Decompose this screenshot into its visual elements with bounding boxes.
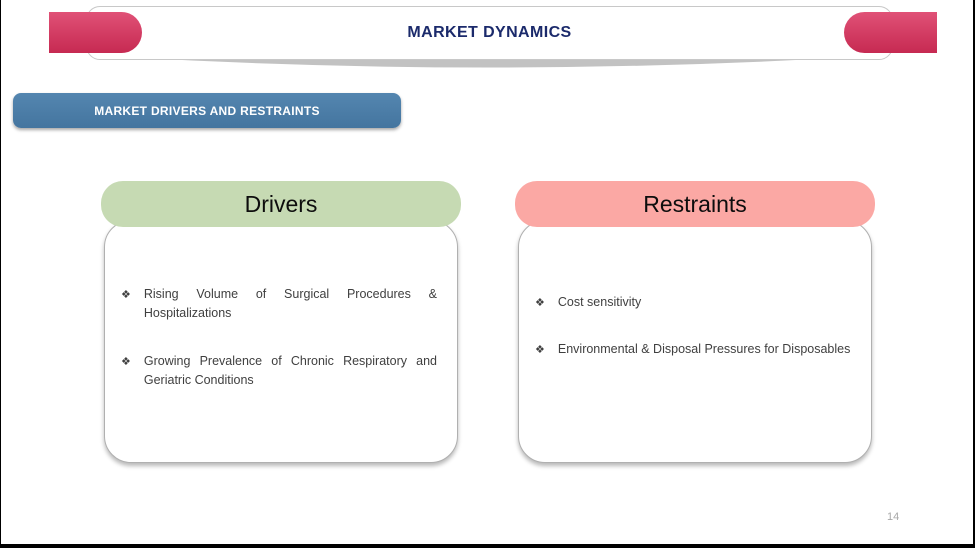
bullet-text: Environmental & Disposal Pressures for D…	[557, 342, 851, 357]
drivers-card-title: Drivers	[244, 190, 318, 217]
drivers-card: Drivers ❖ Rising Volume of Surgical Proc…	[101, 181, 461, 463]
restraints-card: Restraints ❖ Cost sensitivity ❖ Environm…	[515, 181, 875, 463]
drivers-card-body: ❖ Rising Volume of Surgical Procedures &…	[104, 220, 458, 463]
bullet-text: Rising Volume of Surgical Procedures & H…	[143, 287, 437, 321]
header-ribbon-right-end	[844, 12, 937, 53]
restraints-card-header: Restraints	[515, 181, 875, 227]
header-bar: MARKET DYNAMICS	[86, 6, 893, 60]
restraints-card-body: ❖ Cost sensitivity ❖ Environmental & Dis…	[518, 220, 872, 463]
page-number: 14	[887, 511, 900, 523]
diamond-bullet-icon: ❖	[121, 355, 131, 368]
diamond-bullet-icon: ❖	[535, 297, 545, 309]
header-ribbon-left-end	[49, 12, 142, 53]
list-item: ❖ Rising Volume of Surgical Procedures &…	[121, 285, 437, 324]
bullet-text: Growing Prevalence of Chronic Respirator…	[143, 353, 437, 388]
slide-title: MARKET DYNAMICS	[407, 24, 572, 41]
list-item: ❖ Environmental & Disposal Pressures for…	[535, 340, 851, 359]
list-item: ❖ Cost sensitivity	[535, 293, 851, 312]
section-ribbon: MARKET DRIVERS AND RESTRAINTS	[13, 93, 401, 128]
bullet-text: Cost sensitivity	[557, 295, 642, 309]
diamond-bullet-icon: ❖	[121, 289, 131, 301]
list-item: ❖ Growing Prevalence of Chronic Respirat…	[121, 352, 437, 391]
section-label: MARKET DRIVERS AND RESTRAINTS	[94, 103, 320, 118]
diamond-bullet-icon: ❖	[535, 344, 545, 357]
restraints-card-title: Restraints	[643, 190, 747, 217]
drivers-card-header: Drivers	[101, 181, 461, 227]
